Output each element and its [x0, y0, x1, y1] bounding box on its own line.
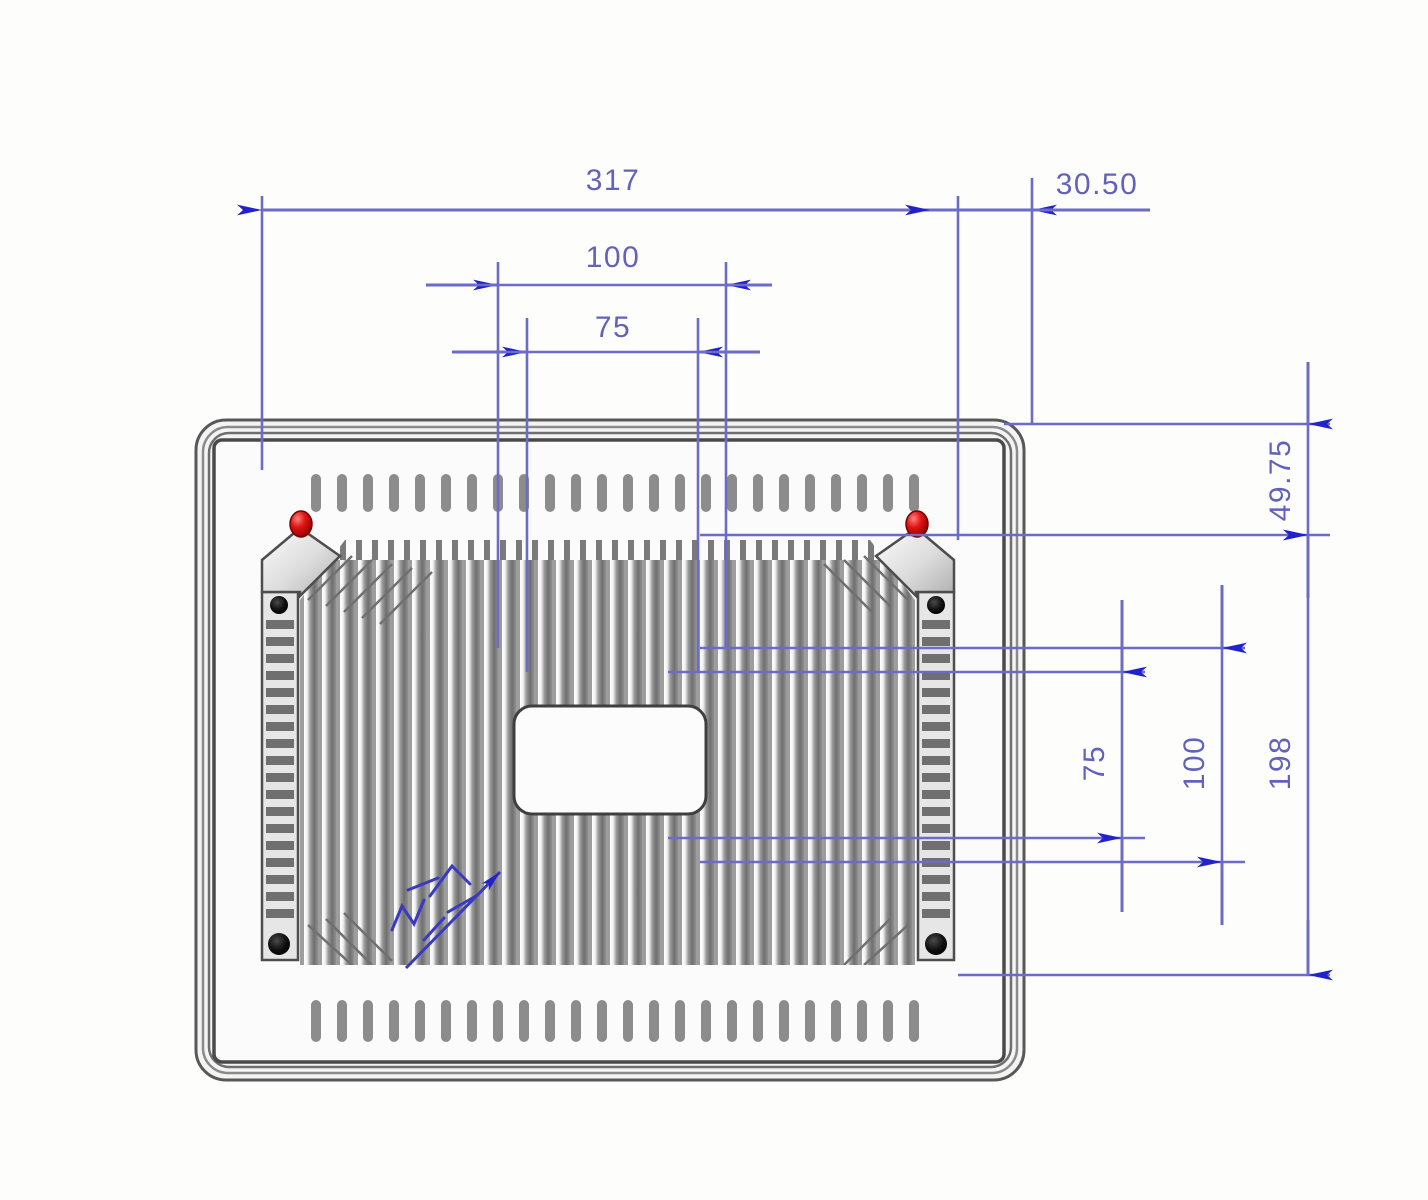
- extension-lines-vertical: [260, 178, 1034, 672]
- side-vent-left: [260, 590, 300, 962]
- center-plate: [512, 704, 708, 816]
- mounting-hole-bottom-left: [268, 933, 290, 955]
- corner-bracket-top-left: [260, 526, 342, 600]
- device-body: [194, 418, 1026, 1082]
- dimension-label-30-50: 30.50: [1056, 168, 1139, 201]
- vent-secondary: [340, 540, 890, 566]
- dimension-label-75-horizontal: 75: [595, 311, 631, 344]
- dimension-text-layer: 317 30.50 100 75 49.75 75 100 198: [586, 164, 1297, 790]
- vent-bottom: [311, 1000, 919, 1042]
- led-left: [289, 510, 313, 538]
- dimension-label-100-vertical: 100: [1178, 736, 1211, 791]
- led-right: [905, 510, 929, 538]
- dimension-label-198: 198: [1264, 736, 1297, 791]
- dimension-label-100-horizontal: 100: [586, 241, 641, 274]
- extension-lines-horizontal: [668, 422, 1330, 977]
- mounting-hole-top-right: [927, 596, 945, 614]
- dimension-layer: [237, 178, 1333, 981]
- mounting-hole-bottom-right: [925, 933, 947, 955]
- heatsink-fins: [300, 540, 915, 965]
- leader-annotation: [390, 863, 502, 970]
- dimension-label-49-75: 49.75: [1264, 439, 1297, 522]
- side-vent-right: [916, 590, 956, 962]
- corner-bracket-top-right: [874, 526, 956, 600]
- mounting-hole-top-left: [270, 596, 288, 614]
- dimension-label-317: 317: [586, 164, 641, 197]
- dimension-label-75-vertical: 75: [1078, 745, 1111, 781]
